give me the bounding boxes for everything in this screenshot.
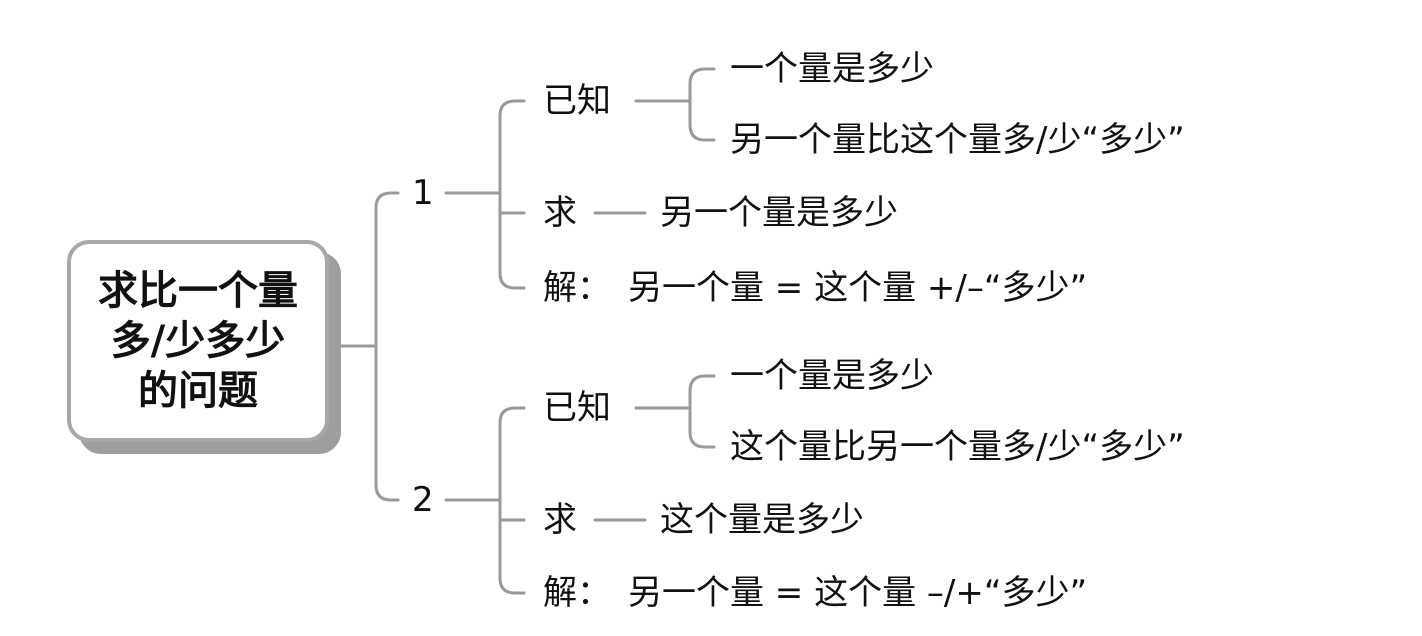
connector-root-to-1 (374, 191, 400, 348)
root-title: 求比一个量多/少多少的问题 (98, 268, 298, 414)
branch-1-known-label[interactable]: 已知 (543, 81, 611, 121)
connector-2-to-known (498, 406, 526, 502)
branch-1-known-item-1[interactable]: 一个量是多少 (730, 49, 934, 89)
branch-2-known-item-2[interactable]: 这个量比另一个量多/少“多少” (730, 427, 1185, 467)
connector-2-to-solve (498, 498, 526, 595)
connector-1-known-item-1 (688, 67, 716, 103)
branch-2-known-label[interactable]: 已知 (543, 388, 611, 428)
connector-1-to-known (498, 99, 526, 195)
branch-2-ask-target[interactable]: 这个量是多少 (660, 500, 864, 540)
branch-2-solve-formula[interactable]: 另一个量 = 这个量 –/+“多少” (628, 573, 1088, 613)
branch-2-solve-label[interactable]: 解： (543, 573, 611, 613)
connector-1-known-item-2 (688, 99, 716, 142)
branch-1-known-item-2[interactable]: 另一个量比这个量多/少“多少” (730, 120, 1185, 160)
branch-1-solve-label[interactable]: 解： (543, 268, 611, 308)
branch-1-solve-formula[interactable]: 另一个量 = 这个量 +/–“多少” (628, 268, 1088, 308)
connector-2-known-item-1 (688, 374, 716, 410)
branch-2-ask-label[interactable]: 求 (543, 500, 577, 540)
branch-1-label[interactable]: 1 (412, 173, 434, 213)
branch-2-label[interactable]: 2 (412, 480, 434, 520)
root-node[interactable]: 求比一个量多/少多少的问题 (67, 240, 329, 442)
connector-root-to-2 (374, 344, 400, 502)
connector-1-to-solve (498, 191, 526, 290)
connector-2-known-item-2 (688, 406, 716, 449)
branch-2-known-item-1[interactable]: 一个量是多少 (730, 356, 934, 396)
branch-1-ask-target[interactable]: 另一个量是多少 (660, 193, 898, 233)
branch-1-ask-label[interactable]: 求 (543, 193, 577, 233)
